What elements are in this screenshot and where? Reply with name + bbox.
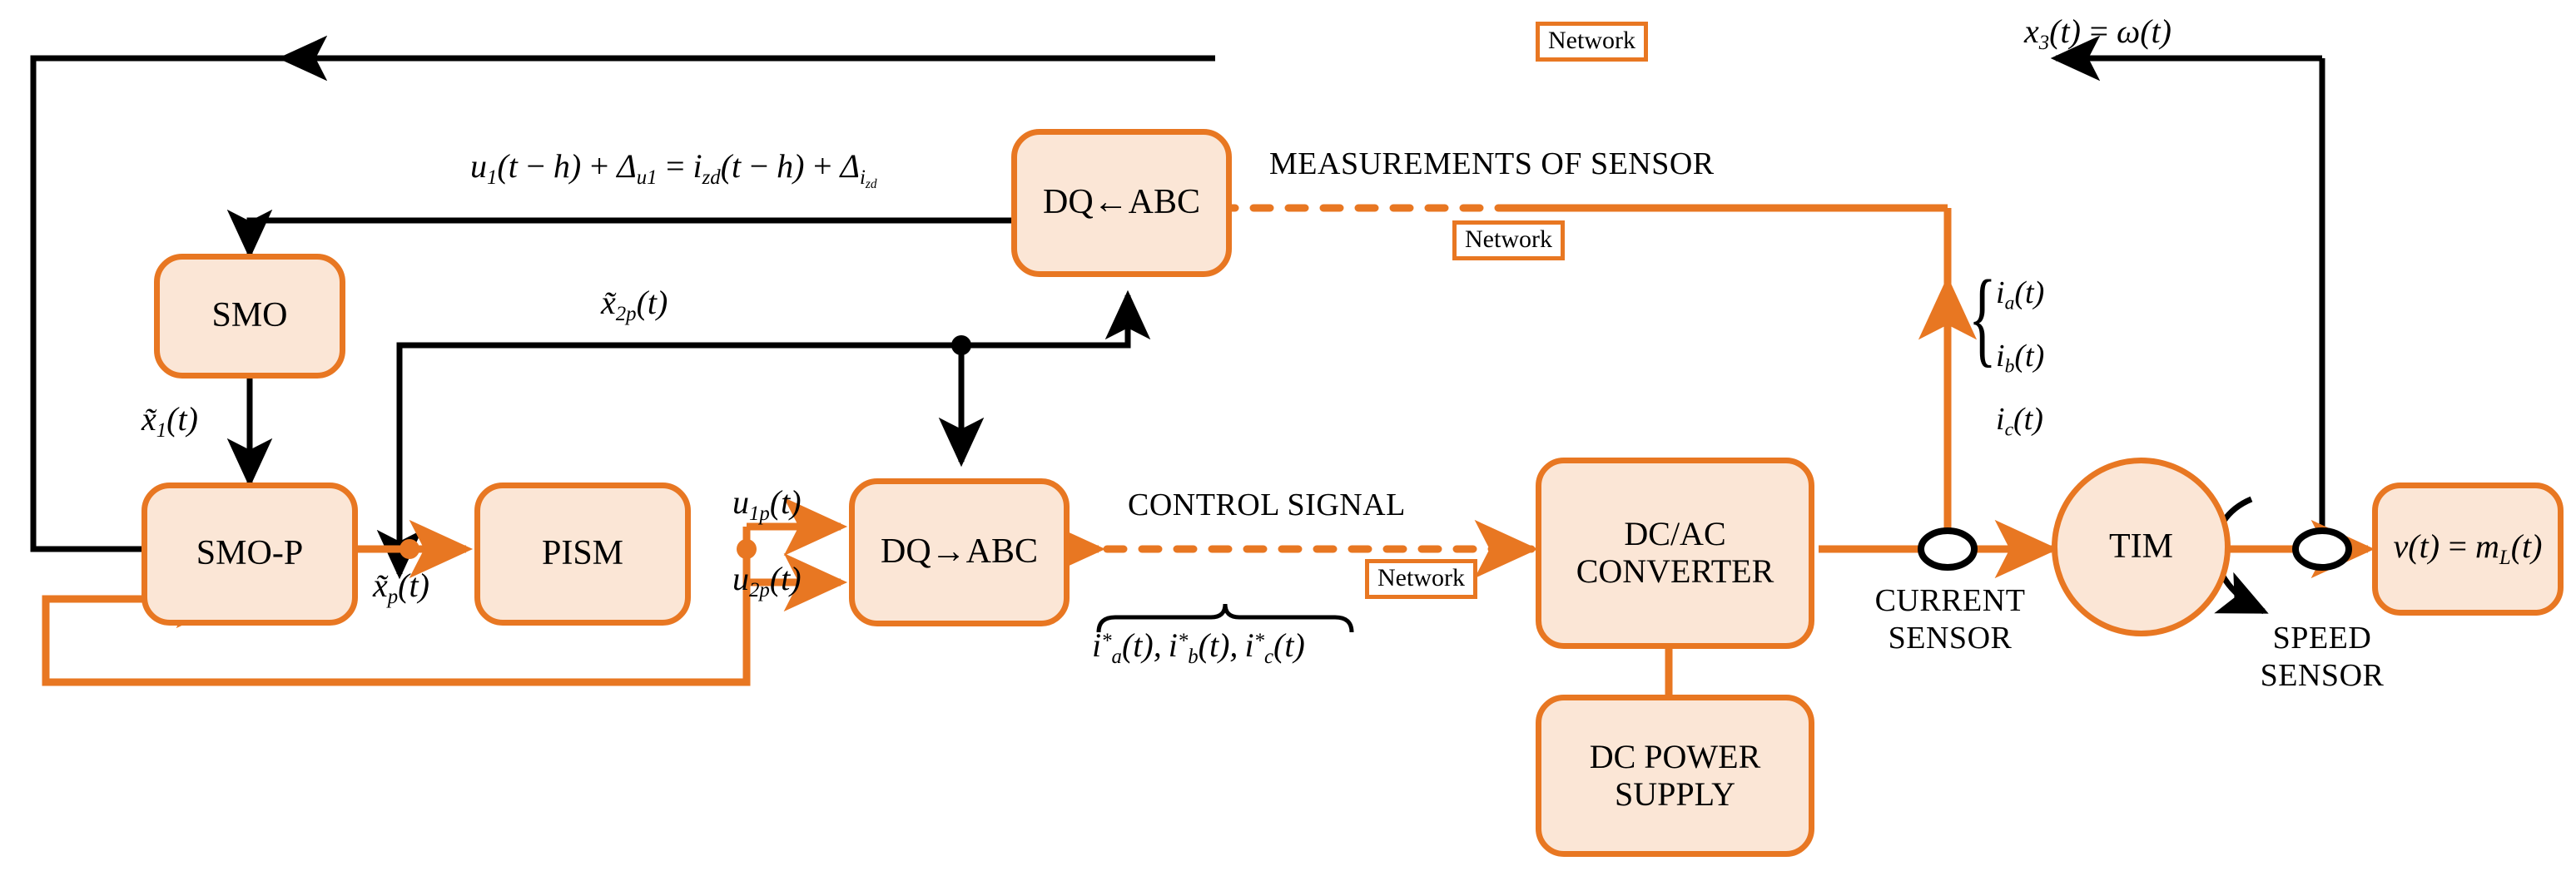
block-smo-p[interactable]: SMO-P [141,483,358,626]
dc-supply-line-2: SUPPLY [1615,774,1735,813]
label-i-a: ia(t) [1996,275,2045,314]
label-xp-tilde: x̃p(t) [373,567,429,608]
label-delay-equation: u1(t − h) + Δu1 = izd(t − h) + Δizd [470,147,877,191]
label-measurements-of-sensor: MEASUREMENTS OF SENSOR [1269,146,1715,181]
block-abc-to-dq[interactable]: DQ←ABC [1011,129,1232,277]
brace-i-refs [1096,603,1354,633]
current-sensor-line-2: SENSOR [1888,620,2013,656]
speed-sensor-line-1: SPEED [2272,621,2372,656]
block-dq-to-abc[interactable]: DQ→ABC [849,478,1070,626]
label-i-c: ic(t) [1996,402,2043,441]
label-speed-sensor: SPEED SENSOR [2218,620,2426,695]
junction-dots [951,335,971,355]
block-dc-power-supply[interactable]: DC POWER SUPPLY [1536,695,1814,857]
block-pism-label: PISM [541,534,624,573]
network-tag-top-label: Network [1548,27,1635,54]
block-smo[interactable]: SMO [154,254,345,379]
sensor-markers [1918,527,2352,571]
label-u2p: u2p(t) [732,560,802,601]
block-smo-p-label: SMO-P [196,534,304,573]
network-tag-control-label: Network [1377,564,1465,591]
current-sensor-line-1: CURRENT [1874,583,2026,618]
label-i-references: i*a(t), i*b(t), i*c(t) [1092,626,1305,668]
network-tag-measurements: Network [1452,220,1565,260]
block-load-torque-label: v(t) = mL(t) [2393,527,2543,570]
block-dc-ac-converter[interactable]: DC/AC CONVERTER [1536,458,1814,649]
dc-supply-line-1: DC POWER [1589,737,1761,775]
block-pism[interactable]: PISM [474,483,691,626]
brace-measured-currents: { [1968,259,1997,377]
label-x2p-tilde: x̃2p(t) [601,284,668,325]
black-wires [30,35,2325,615]
label-control-signal: CONTROL SIGNAL [1128,487,1406,522]
converter-line-2: CONVERTER [1576,552,1774,590]
network-tag-top: Network [1536,22,1648,62]
network-tag-measurements-label: Network [1465,225,1552,253]
block-abc-to-dq-label: DQ←ABC [1042,183,1201,222]
label-x3-omega: x3(t) = ω(t) [2024,12,2171,54]
network-tag-control: Network [1365,559,1477,599]
label-x1-tilde: x̃1(t) [141,400,198,442]
label-u1p: u1p(t) [732,483,802,525]
block-load-torque[interactable]: v(t) = mL(t) [2372,483,2564,616]
converter-line-1: DC/AC [1624,515,1726,553]
label-current-sensor: CURRENT SENSOR [1846,582,2054,657]
label-i-b: ib(t) [1996,339,2045,378]
speed-sensor-line-2: SENSOR [2260,657,2385,693]
block-tim-label: TIM [2109,527,2173,566]
block-dq-to-abc-label: DQ→ABC [880,532,1039,572]
block-smo-label: SMO [211,296,288,335]
block-tim[interactable]: TIM [2052,458,2231,636]
